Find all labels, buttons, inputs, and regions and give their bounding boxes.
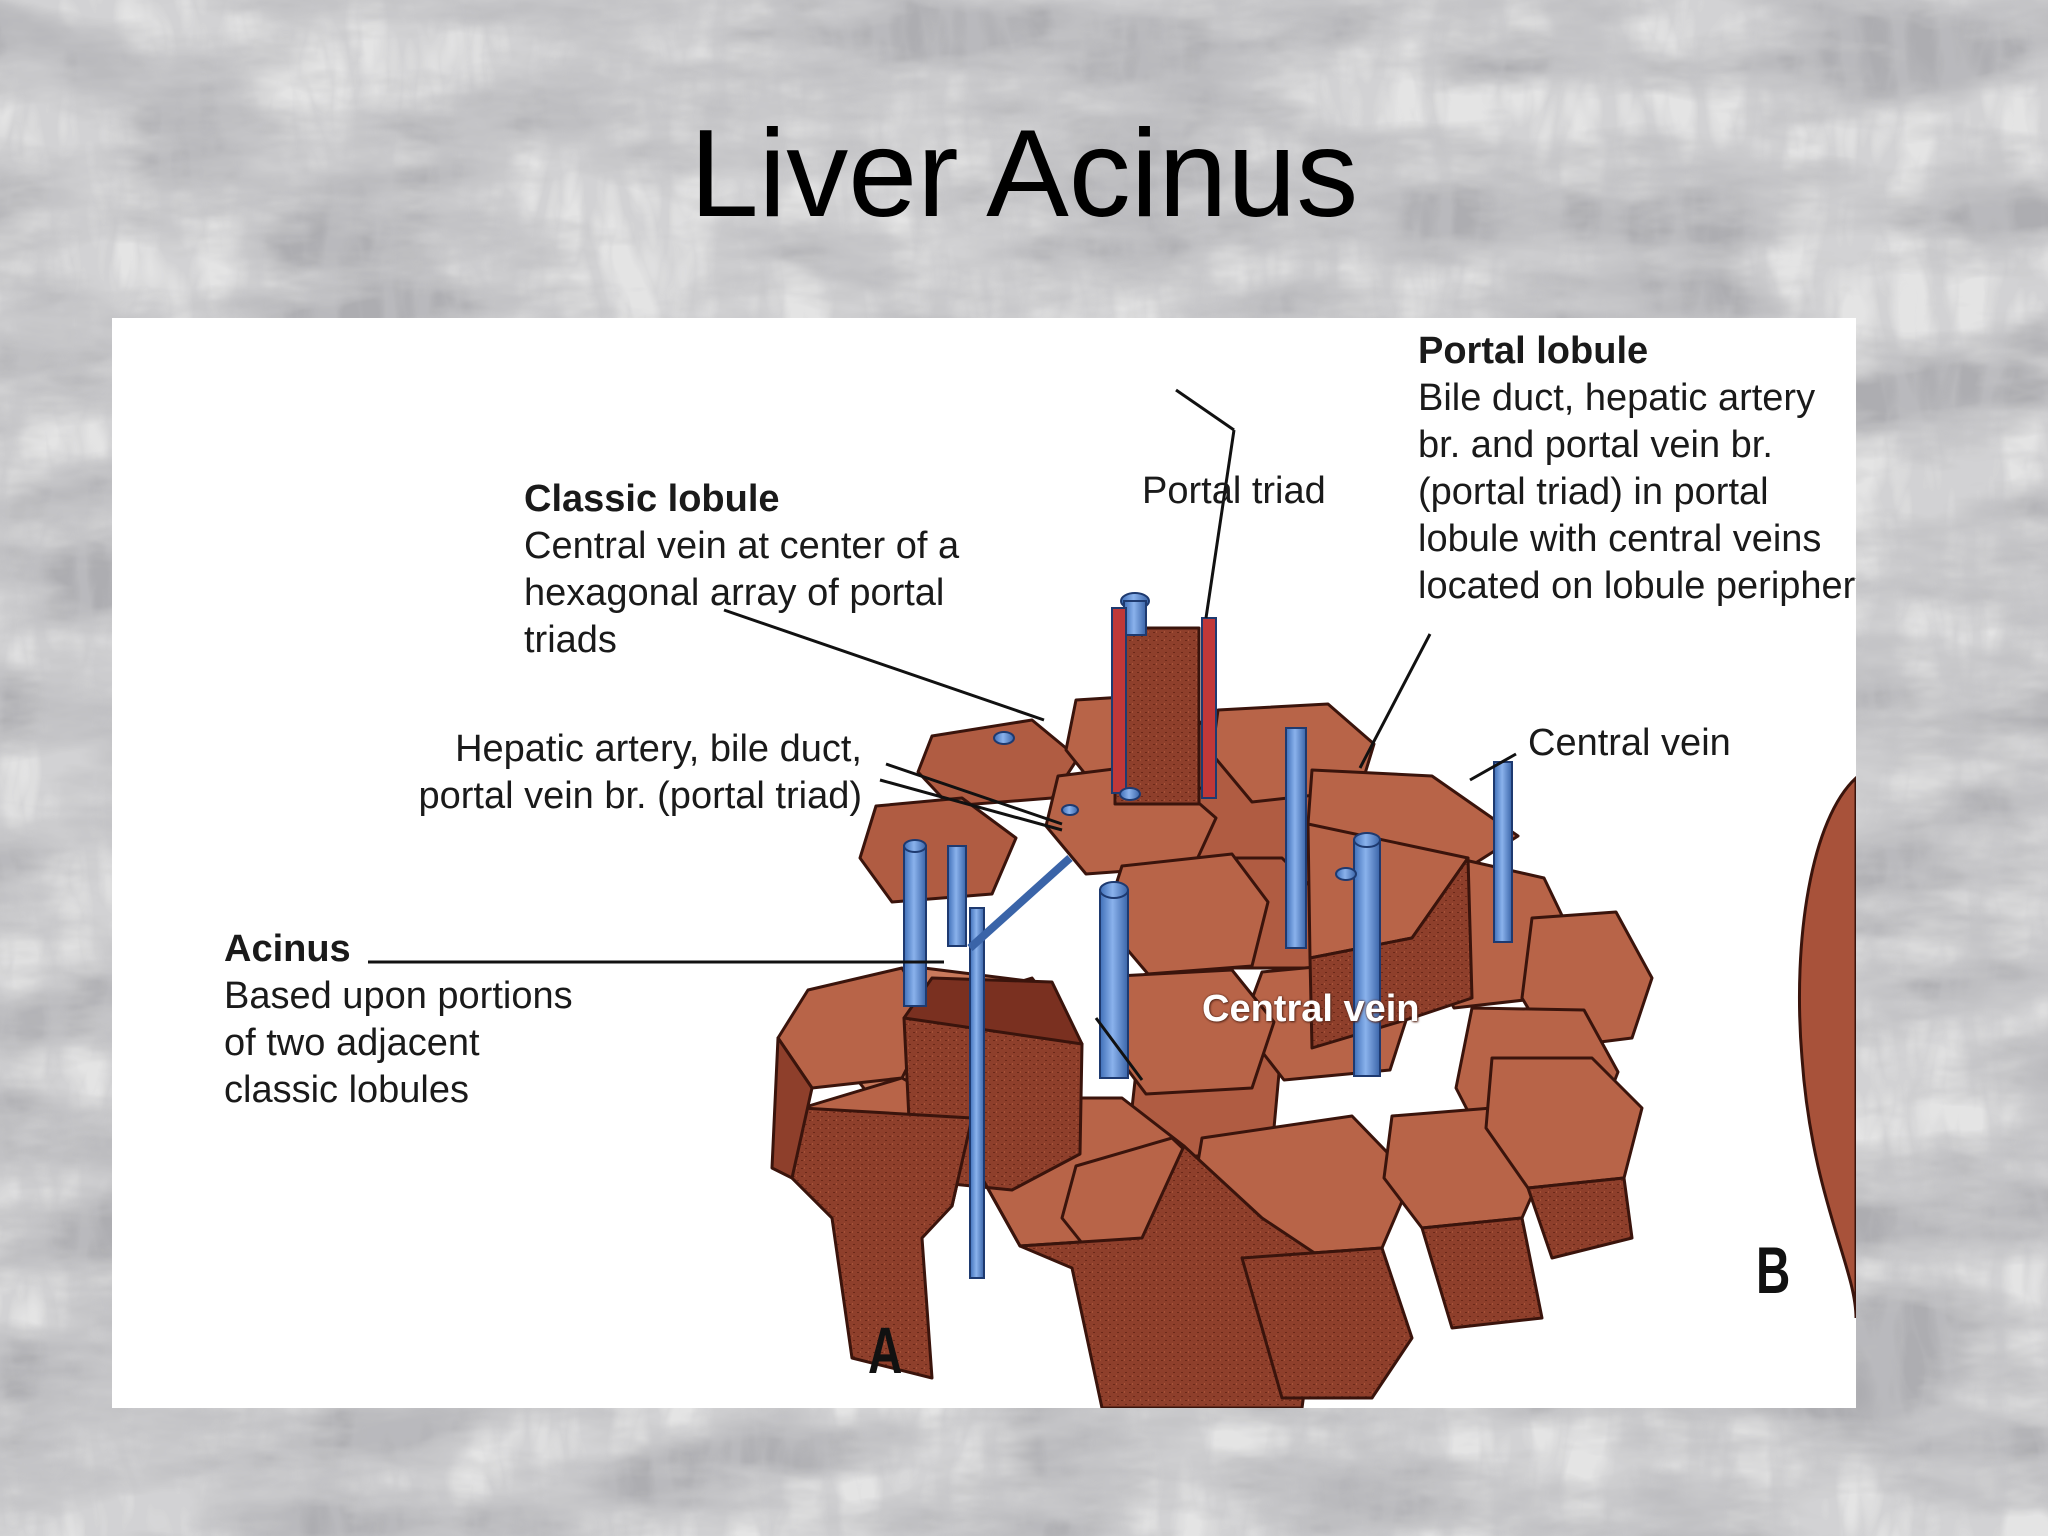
triad-dot-4 [1061,804,1079,816]
panel-label-a: A [868,1313,903,1387]
portal-lobule-section [1308,856,1474,1050]
leader-portal-triad-b [1204,429,1236,619]
portal-lobule-line-2: br. and portal vein br. [1418,424,1773,466]
portal-lobule-heading: Portal lobule [1418,330,1649,372]
portal-lobule-line-5: located on lobule periphery [1418,565,1856,607]
label-acinus: Acinus Based upon portions of two adjace… [224,926,573,1114]
acinus-line-2: of two adjacent [224,1022,480,1064]
label-central-vein-center: Central vein [1202,988,1420,1030]
central-vein-acinus [947,845,967,947]
prism-right-front [1420,1216,1544,1330]
central-vein-front [1099,881,1129,1079]
leader-classic-lobule [723,608,1045,722]
classic-lobule-line-2: hexagonal array of portal [524,572,945,614]
label-hepatic-triad: Hepatic artery, bile duct, portal vein b… [418,726,862,820]
portal-triad-tube-2 [1201,617,1217,799]
portal-branch [967,855,1073,951]
triad-dot-2 [1119,787,1141,801]
leader-hepatic-triad [885,762,1063,826]
acinus-bile-duct-long [969,907,985,1279]
diagram-panel: Classic lobule Central vein at center of… [112,318,1856,1408]
liver-lobule-illustration [368,388,1856,1408]
label-portal-lobule: Portal lobule Bile duct, hepatic artery … [1418,328,1856,610]
slide-title: Liver Acinus [689,105,1359,243]
prism-front-left [790,1106,974,1380]
hepatic-triad-line-1: Hepatic artery, bile duct, [455,728,862,770]
central-vein-right-b [1353,832,1381,1077]
prism-center-right [1240,1246,1414,1400]
panel-label-b: B [1756,1233,1791,1307]
leader-hepatic-triad-2 [879,778,1063,832]
leader-portal-lobule [1358,633,1432,769]
prism-left-edge [770,1036,814,1180]
portal-lobule-line-1: Bile duct, hepatic artery [1418,377,1816,419]
classic-lobule-section [1113,626,1201,806]
portal-lobule-line-3: (portal triad) in portal [1418,471,1769,513]
triad-dot-1 [993,731,1015,745]
label-portal-triad: Portal triad [1142,470,1326,512]
acinus-line-1: Based upon portions [224,975,573,1017]
central-vein-left [903,839,927,1007]
lobule-left-mid [858,796,1018,904]
hepatic-triad-line-2: portal vein br. (portal triad) [418,775,862,817]
prism-right-end [1526,1176,1634,1260]
label-classic-lobule: Classic lobule Central vein at center of… [524,476,959,664]
panel-b-lobule-edge [1797,775,1856,1319]
triad-dot-3 [1335,867,1357,881]
central-vein-right-a [1285,727,1307,949]
leader-central-vein-right [1469,752,1517,782]
classic-lobule-line-3: triads [524,619,617,661]
acinus-heading: Acinus [224,928,351,970]
leader-portal-triad-a [1175,388,1235,432]
label-central-vein-right: Central vein [1528,722,1731,764]
leader-central-vein-center [1094,1017,1144,1081]
portal-lobule-line-4: lobule with central veins [1418,518,1822,560]
classic-lobule-heading: Classic lobule [524,478,780,520]
classic-lobule-line-1: Central vein at center of a [524,525,960,567]
acinus-line-3: classic lobules [224,1069,469,1111]
portal-triad-tube-1 [1111,607,1127,794]
central-vein-right-c [1493,761,1513,943]
